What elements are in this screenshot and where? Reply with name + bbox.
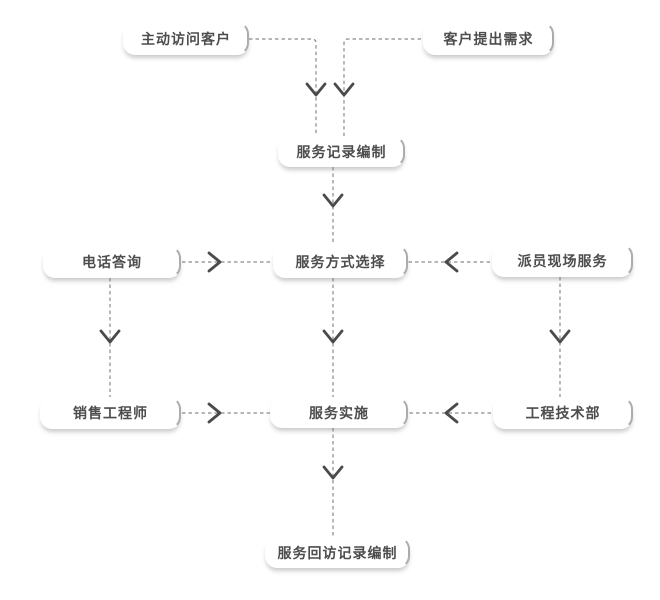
node-label: 主动访问客户 <box>141 30 231 47</box>
node-label: 服务回访记录编制 <box>277 544 398 561</box>
node-label: 派员现场服务 <box>517 252 608 269</box>
node-service-implementation: 服务实施 <box>270 397 408 428</box>
node-label: 工程技术部 <box>525 405 601 421</box>
node-label: 服务记录编制 <box>296 143 387 160</box>
node-sales-engineer: 销售工程师 <box>40 397 181 429</box>
arrowhead-down-icon <box>333 82 355 97</box>
arrowhead-right-icon <box>207 251 222 273</box>
node-visit-customer: 主动访问客户 <box>123 22 249 55</box>
node-label: 客户提出需求 <box>443 30 534 47</box>
arrowhead-left-icon <box>444 251 459 273</box>
arrowhead-down-icon <box>322 193 344 208</box>
arrowhead-down-icon <box>322 329 344 344</box>
edge-customer-request-to-service-record <box>343 38 421 136</box>
arrowhead-down-icon <box>549 329 571 344</box>
node-label: 服务实施 <box>309 404 369 421</box>
edge-visit-customer-to-service-record <box>249 38 317 136</box>
arrowhead-down-icon <box>322 465 344 480</box>
arrowhead-left-icon <box>444 402 459 424</box>
node-label: 电话答询 <box>82 254 142 270</box>
arrowhead-down-icon <box>305 82 327 97</box>
node-service-method-select: 服务方式选择 <box>273 245 408 278</box>
node-service-record: 服务记录编制 <box>278 136 405 167</box>
node-label: 服务方式选择 <box>295 253 386 270</box>
node-phone-inquiry: 电话答询 <box>43 246 181 278</box>
node-onsite-service: 派员现场服务 <box>492 244 633 277</box>
node-label: 销售工程师 <box>73 405 148 421</box>
arrowhead-right-icon <box>207 402 222 424</box>
arrowhead-down-icon <box>99 329 121 344</box>
node-engineering-dept: 工程技术部 <box>493 397 633 429</box>
node-customer-request: 客户提出需求 <box>423 22 554 55</box>
node-service-followup-record: 服务回访记录编制 <box>265 537 410 568</box>
